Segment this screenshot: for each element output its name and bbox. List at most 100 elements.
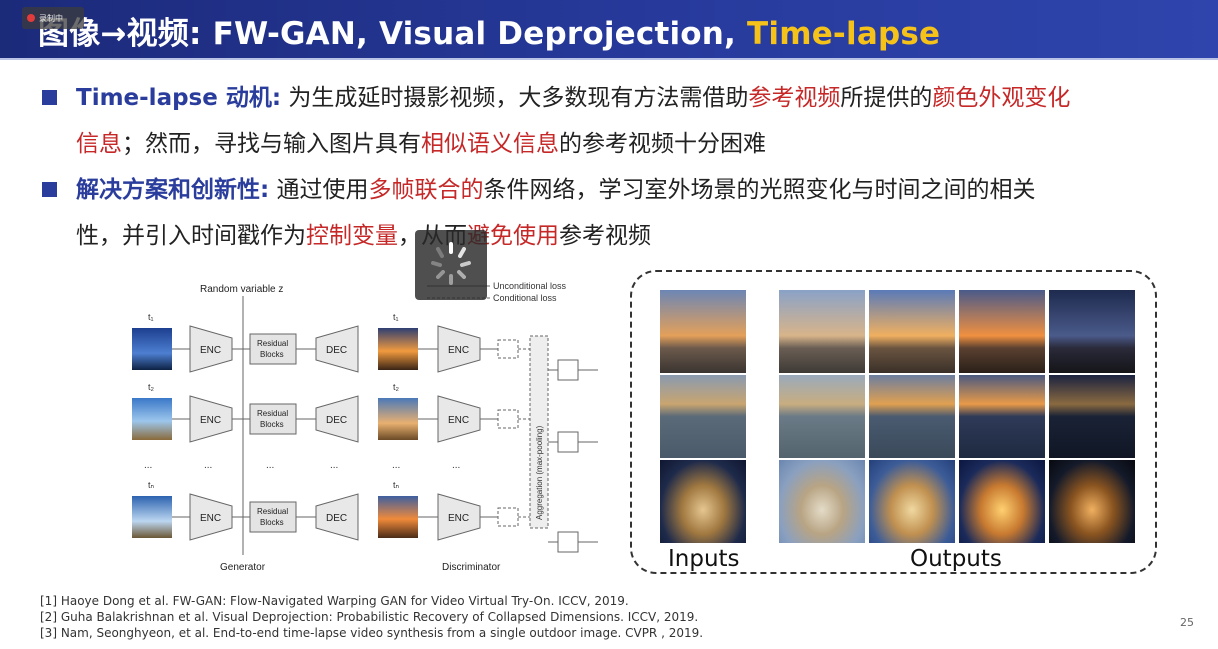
bullet-1-highlight: 相似语义信息 bbox=[421, 131, 559, 157]
time-label-t1-disc: t₁ bbox=[393, 312, 399, 322]
input-photo-river bbox=[660, 375, 746, 458]
legend-unconditional: Unconditional loss bbox=[493, 281, 567, 291]
bullet-2-highlight: 控制变量 bbox=[306, 223, 398, 249]
random-variable-label: Random variable z bbox=[200, 284, 283, 295]
reference-item: [1] Haoye Dong et al. FW-GAN: Flow-Navig… bbox=[40, 594, 629, 608]
page-number: 25 bbox=[1180, 616, 1194, 629]
feature-box bbox=[497, 339, 519, 359]
output-photo-church-1 bbox=[779, 460, 865, 543]
output-photo-paris-4 bbox=[1049, 290, 1135, 373]
bullet-2-highlight: 多帧联合的 bbox=[368, 177, 484, 203]
output-photo-paris-1 bbox=[779, 290, 865, 373]
results-panel: Inputs Outputs bbox=[630, 270, 1157, 574]
output-frame-n bbox=[378, 496, 418, 538]
input-frame-1 bbox=[132, 328, 172, 370]
slide-title-highlight: Time-lapse bbox=[747, 16, 941, 52]
ellipsis: ... bbox=[330, 460, 338, 471]
decoder-block bbox=[315, 325, 359, 373]
discriminator-encoder bbox=[437, 395, 481, 443]
bullet-2-line-1: 解决方案和创新性: 通过使用多帧联合的条件网络，学习室外场景的光照变化与时间之间… bbox=[76, 177, 1036, 203]
bullet-1-highlight: 参考视频 bbox=[748, 85, 841, 111]
output-photo-river-2 bbox=[869, 375, 955, 458]
generator-label: Generator bbox=[220, 562, 266, 573]
bullet-1-highlight: 颜色外观变化 bbox=[932, 85, 1071, 111]
bullet-1-line-2: 信息；然而，寻找与输入图片具有相似语义信息的参考视频十分困难 bbox=[76, 131, 766, 157]
residual-block bbox=[249, 501, 297, 533]
time-label-tn: tₙ bbox=[148, 480, 155, 490]
residual-label-1: Residual bbox=[257, 409, 288, 418]
aggregation-bar bbox=[529, 335, 549, 529]
residual-block bbox=[249, 403, 297, 435]
bullet-1-highlight: 信息 bbox=[76, 131, 122, 157]
ellipsis: ... bbox=[266, 460, 274, 471]
input-frame-2 bbox=[132, 398, 172, 440]
encoder-block bbox=[189, 493, 233, 541]
output-photo-paris-3 bbox=[959, 290, 1045, 373]
output-photo-church-2 bbox=[869, 460, 955, 543]
decoder-label: DEC bbox=[326, 415, 347, 426]
bullet-1-keyword: Time-lapse 动机: bbox=[76, 85, 282, 111]
time-label-t1: t₁ bbox=[148, 312, 154, 322]
time-label-t2-disc: t₂ bbox=[393, 382, 400, 392]
encoder-label: ENC bbox=[200, 415, 221, 426]
discriminator-encoder bbox=[437, 493, 481, 541]
decoder-label: DEC bbox=[326, 513, 347, 524]
slide-title: 图像→视频: FW-GAN, Visual Deprojection, Time… bbox=[38, 8, 940, 53]
loss-head bbox=[557, 359, 579, 381]
output-photo-river-1 bbox=[779, 375, 865, 458]
input-photo-church bbox=[660, 460, 746, 543]
residual-label-2: Blocks bbox=[260, 518, 284, 527]
loss-head bbox=[557, 431, 579, 453]
residual-label-2: Blocks bbox=[260, 420, 284, 429]
ellipsis: ... bbox=[144, 460, 152, 471]
output-photo-river-4 bbox=[1049, 375, 1135, 458]
reference-item: [3] Nam, Seonghyeon, et al. End-to-end t… bbox=[40, 626, 704, 640]
residual-block bbox=[249, 333, 297, 365]
discriminator-encoder-label: ENC bbox=[448, 345, 469, 356]
decoder-block bbox=[315, 395, 359, 443]
bullet-square-icon bbox=[42, 182, 57, 197]
legend-conditional: Conditional loss bbox=[493, 293, 557, 303]
bullet-1-text: ；然而，寻找与输入图片具有 bbox=[122, 131, 421, 157]
reference-item: [2] Guha Balakrishnan et al. Visual Depr… bbox=[40, 610, 699, 624]
spinner-icon bbox=[431, 242, 471, 285]
record-icon bbox=[27, 14, 35, 22]
inputs-caption: Inputs bbox=[668, 546, 740, 572]
ellipsis: ... bbox=[204, 460, 212, 471]
decoder-label: DEC bbox=[326, 345, 347, 356]
title-divider bbox=[0, 58, 1218, 60]
bullet-2-text: 条件网络，学习室外场景的光照变化与时间之间的相关 bbox=[483, 177, 1036, 203]
encoder-block bbox=[189, 325, 233, 373]
loading-spinner bbox=[415, 230, 487, 300]
references: [1] Haoye Dong et al. FW-GAN: Flow-Navig… bbox=[40, 593, 703, 641]
loss-head bbox=[557, 531, 579, 553]
output-photo-river-3 bbox=[959, 375, 1045, 458]
bullet-1-text: 所提供的 bbox=[840, 85, 933, 111]
output-photo-church-3 bbox=[959, 460, 1045, 543]
discriminator-encoder bbox=[437, 325, 481, 373]
slide-title-main: 图像→视频: FW-GAN, Visual Deprojection, bbox=[38, 16, 748, 52]
architecture-diagram: Random variable z Unconditional loss Con… bbox=[132, 281, 598, 573]
encoder-block bbox=[189, 395, 233, 443]
bullet-1-line-1: Time-lapse 动机: 为生成延时摄影视频，大多数现有方法需借助参考视频所… bbox=[76, 85, 1070, 111]
input-photo-paris bbox=[660, 290, 746, 373]
outputs-caption: Outputs bbox=[910, 546, 1002, 572]
output-frame-2 bbox=[378, 398, 418, 440]
residual-label-2: Blocks bbox=[260, 350, 284, 359]
input-frame-n bbox=[132, 496, 172, 538]
bullet-2-text: 参考视频 bbox=[559, 223, 651, 249]
bullet-square-icon bbox=[42, 90, 57, 105]
recording-badge[interactable]: 录制中 bbox=[22, 7, 84, 29]
time-label-t2: t₂ bbox=[148, 382, 155, 392]
discriminator-encoder-label: ENC bbox=[448, 415, 469, 426]
recording-label: 录制中 bbox=[39, 13, 63, 23]
bullet-2-line-2: 性，并引入时间戳作为控制变量，从而避免使用参考视频 bbox=[76, 223, 651, 249]
feature-box bbox=[497, 507, 519, 527]
title-bar: 图像→视频: FW-GAN, Visual Deprojection, Time… bbox=[0, 0, 1218, 58]
bullet-1-text: 为生成延时摄影视频，大多数现有方法需借助 bbox=[281, 85, 749, 111]
residual-label-1: Residual bbox=[257, 507, 288, 516]
discriminator-encoder-label: ENC bbox=[448, 513, 469, 524]
discriminator-label: Discriminator bbox=[442, 562, 501, 573]
output-photo-church-4 bbox=[1049, 460, 1135, 543]
aggregation-label: Aggregation (max-pooling) bbox=[535, 425, 544, 520]
